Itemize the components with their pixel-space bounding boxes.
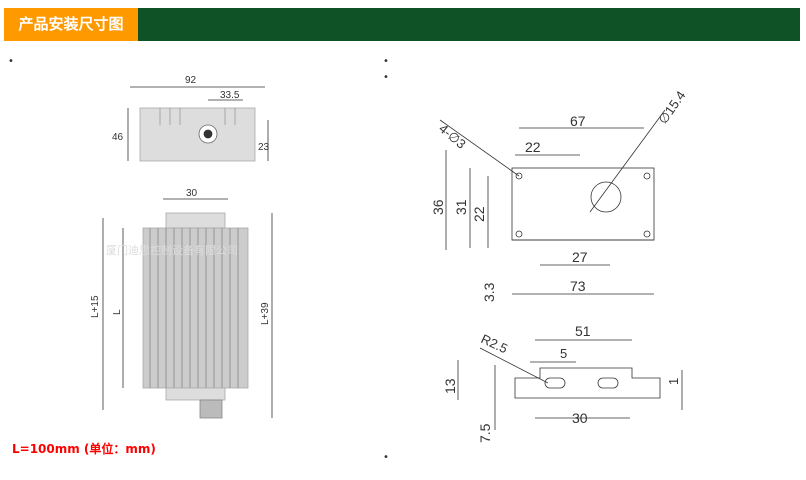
dim-label: 13 <box>442 378 458 394</box>
bullet: • <box>383 72 389 83</box>
top-view-drawing: 92 33.5 46 23 <box>112 75 270 162</box>
dim-label: 30 <box>572 410 588 426</box>
section-header-bar: 产品安装尺寸图 <box>4 8 800 41</box>
bullet: • <box>8 56 14 67</box>
dim-label: 3.3 <box>481 282 497 302</box>
dim-label: 46 <box>112 132 124 143</box>
bracket-top-drawing: 4-∅3 67 ∅15.4 22 36 31 22 27 73 3.3 <box>430 88 688 302</box>
dim-label: 36 <box>430 199 446 215</box>
dim-label: 31 <box>453 199 469 215</box>
dim-label: 1 <box>666 378 681 385</box>
dim-label: 22 <box>471 206 487 222</box>
unit-note: L=100mm (单位：mm) <box>12 442 156 456</box>
bullet: • <box>383 452 389 463</box>
dim-label: 22 <box>525 139 541 155</box>
dim-label: 73 <box>570 278 586 294</box>
dim-label: 23 <box>258 142 270 153</box>
bullet: • <box>383 56 389 67</box>
dim-label: 4-∅3 <box>436 121 469 152</box>
dim-label: 51 <box>575 323 591 339</box>
dim-label: 67 <box>570 113 586 129</box>
dim-label: L+15 <box>90 295 101 318</box>
dim-label: 92 <box>185 75 197 86</box>
dim-label: L+39 <box>260 302 271 325</box>
dim-label: ∅15.4 <box>655 88 688 127</box>
dim-label: L <box>112 309 123 315</box>
dim-label: 30 <box>186 188 198 199</box>
section-title: 产品安装尺寸图 <box>4 8 138 41</box>
dim-label: R2.5 <box>479 331 510 356</box>
bracket-side-drawing: 51 R2.5 5 13 1 7.5 30 <box>442 323 683 443</box>
watermark: 厦门迪思控制设备有限公司 <box>106 243 238 257</box>
dim-label: 7.5 <box>477 423 493 443</box>
dim-label: 27 <box>572 249 588 265</box>
front-view-drawing: 30 L+15 L L+39 厦门迪思控制设备有限公司 <box>90 188 273 419</box>
dim-label: 5 <box>560 346 567 361</box>
dim-label: 33.5 <box>220 90 240 101</box>
